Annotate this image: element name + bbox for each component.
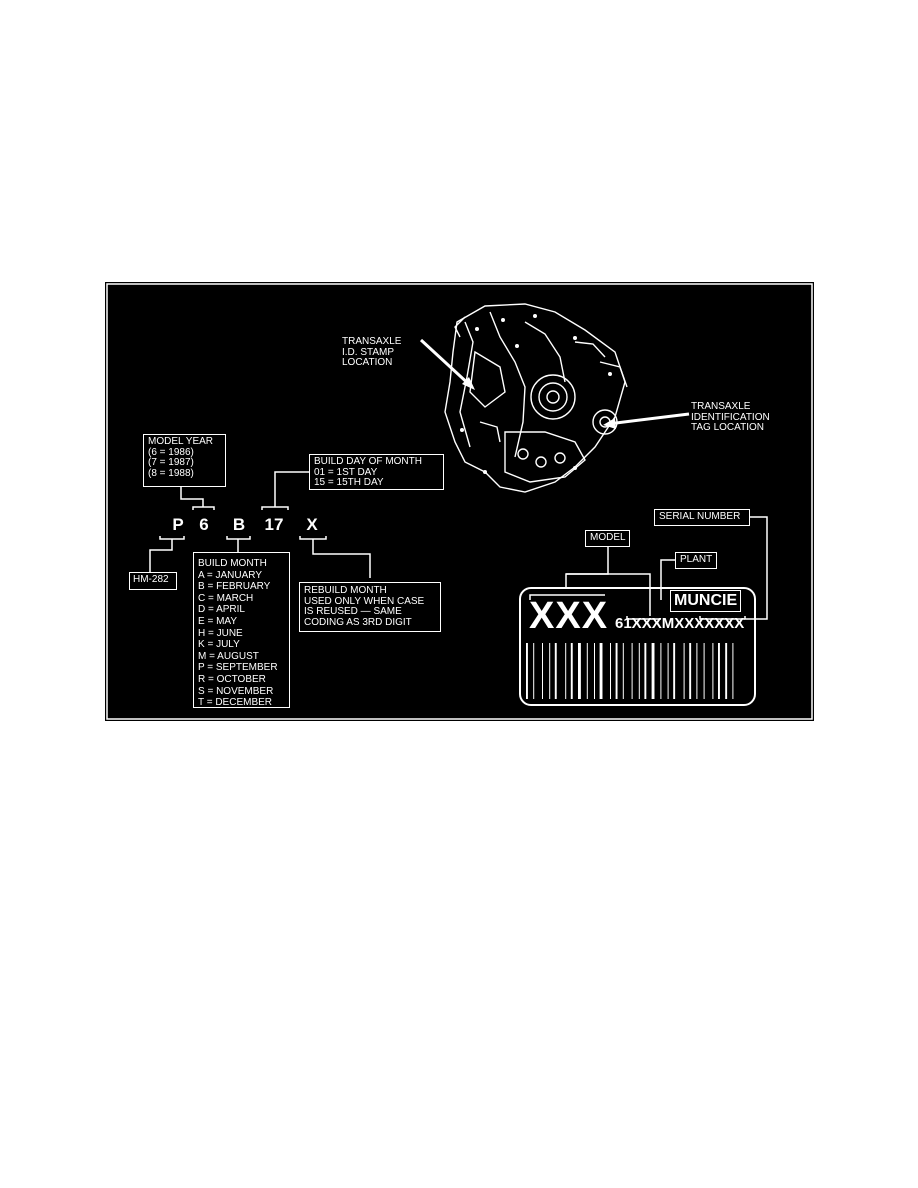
stamp-location-line: TRANSAXLE: [342, 336, 402, 347]
barcode-bar: [594, 643, 595, 699]
barcode-bar: [718, 643, 720, 699]
barcode-bar: [586, 643, 588, 699]
barcode-bar: [673, 643, 676, 699]
build-month-line: D = APRIL: [198, 604, 245, 616]
code-char-month: B: [232, 515, 246, 534]
plant-label: PLANT: [675, 552, 717, 569]
barcode-bar: [615, 643, 618, 699]
build-month-line: H = JUNE: [198, 627, 243, 639]
barcode-bar: [732, 643, 734, 699]
barcode-bar: [638, 643, 640, 699]
plant-text: PLANT: [680, 554, 713, 565]
barcode-bar: [712, 643, 714, 699]
model-year-line: (6 = 1986): [148, 446, 194, 458]
model-text: MODEL: [590, 532, 626, 543]
barcode-bar: [631, 643, 633, 699]
model-year-line: (8 = 1988): [148, 467, 194, 479]
barcode-bar: [542, 643, 543, 699]
barcode-bar: [644, 643, 647, 699]
serial-number-text: SERIAL NUMBER: [659, 511, 741, 522]
barcode-bar: [651, 643, 655, 699]
build-month-line: K = JULY: [198, 639, 240, 651]
build-day-line: 15 = 15TH DAY: [314, 477, 384, 489]
build-month-line: T = DECEMBER: [198, 697, 272, 709]
rebuild-month-box: REBUILD MONTH USED ONLY WHEN CASE IS REU…: [299, 582, 441, 632]
model-year-box: MODEL YEAR (6 = 1986) (7 = 1987) (8 = 19…: [143, 434, 226, 487]
stamp-location-line: LOCATION: [342, 357, 393, 369]
code-char-day: 17: [264, 515, 284, 534]
barcode-bar: [554, 643, 557, 699]
build-month-title: BUILD MONTH: [198, 558, 267, 569]
barcode-bar: [689, 643, 692, 699]
tag-location-line: IDENTIFICATION: [691, 411, 770, 423]
build-day-box: BUILD DAY OF MONTH 01 = 1ST DAY 15 = 15T…: [309, 454, 444, 490]
diagram-panel: TRANSAXLE I.D. STAMP LOCATION TRANSAXLE …: [105, 282, 814, 721]
plate-plant-name: MUNCIE: [670, 590, 742, 612]
build-month-line: E = MAY: [198, 615, 237, 627]
plate-model-code: XXX: [529, 595, 609, 637]
barcode-bar: [599, 643, 603, 699]
tag-location-line: TAG LOCATION: [691, 422, 764, 434]
build-month-line: R = OCTOBER: [198, 673, 266, 685]
build-month-line: S = NOVEMBER: [198, 685, 274, 697]
transaxle-illustration: [444, 303, 628, 493]
build-month-line: M = AUGUST: [198, 650, 259, 662]
build-month-line: B = FEBRUARY: [198, 581, 271, 593]
barcode-bar: [660, 643, 662, 699]
barcode-bar: [703, 643, 705, 699]
stamp-location-line: I.D. STAMP: [342, 346, 395, 358]
rebuild-month-line: REBUILD MONTH: [304, 585, 387, 596]
build-month-box: BUILD MONTH A = JANUARY B = FEBRUARY C =…: [193, 552, 290, 708]
identification-tag-plate: XXX MUNCIE 61XXXMXXXXXXX: [519, 587, 756, 706]
code-char-year: 6: [199, 515, 209, 534]
code-char-rebuild: X: [306, 515, 318, 534]
barcode-bar: [683, 643, 685, 699]
rebuild-month-line: CODING AS 3RD DIGIT: [304, 616, 412, 628]
build-day-title: BUILD DAY OF MONTH: [314, 456, 422, 467]
barcode-bar: [526, 643, 528, 699]
barcode-bar: [696, 643, 698, 699]
build-month-line: C = MARCH: [198, 592, 254, 604]
rebuild-month-line: USED ONLY WHEN CASE: [304, 595, 425, 607]
model-year-line: (7 = 1987): [148, 457, 194, 469]
barcode-bar: [667, 643, 669, 699]
plate-barcode: [526, 643, 734, 699]
plate-serial-number: 61XXXMXXXXXXX: [615, 615, 745, 632]
build-month-line: A = JANUARY: [198, 569, 263, 581]
barcode-bar: [578, 643, 581, 699]
tag-location-label: TRANSAXLE IDENTIFICATION TAG LOCATION: [691, 401, 770, 434]
rebuild-month-line: IS REUSED — SAME: [304, 606, 402, 618]
model-year-title: MODEL YEAR: [148, 436, 214, 447]
barcode-bar: [549, 643, 551, 699]
tag-location-line: TRANSAXLE: [691, 401, 751, 412]
barcode-bar: [570, 643, 573, 699]
serial-number-label: SERIAL NUMBER: [654, 509, 750, 526]
barcode-bar: [610, 643, 611, 699]
build-day-line: 01 = 1ST DAY: [314, 466, 378, 478]
barcode-bar: [725, 643, 728, 699]
barcode-bar: [533, 643, 535, 699]
model-label: MODEL: [585, 530, 630, 547]
hm-282-box: HM-282: [129, 572, 177, 590]
diagram-lines: [106, 283, 813, 720]
hm-282-label: HM-282: [133, 574, 169, 585]
barcode-bar: [622, 643, 624, 699]
build-month-line: P = SEPTEMBER: [198, 662, 278, 674]
barcode-bar: [565, 643, 567, 699]
code-char-p: P: [172, 515, 184, 534]
stamp-location-label: TRANSAXLE I.D. STAMP LOCATION: [342, 336, 402, 369]
